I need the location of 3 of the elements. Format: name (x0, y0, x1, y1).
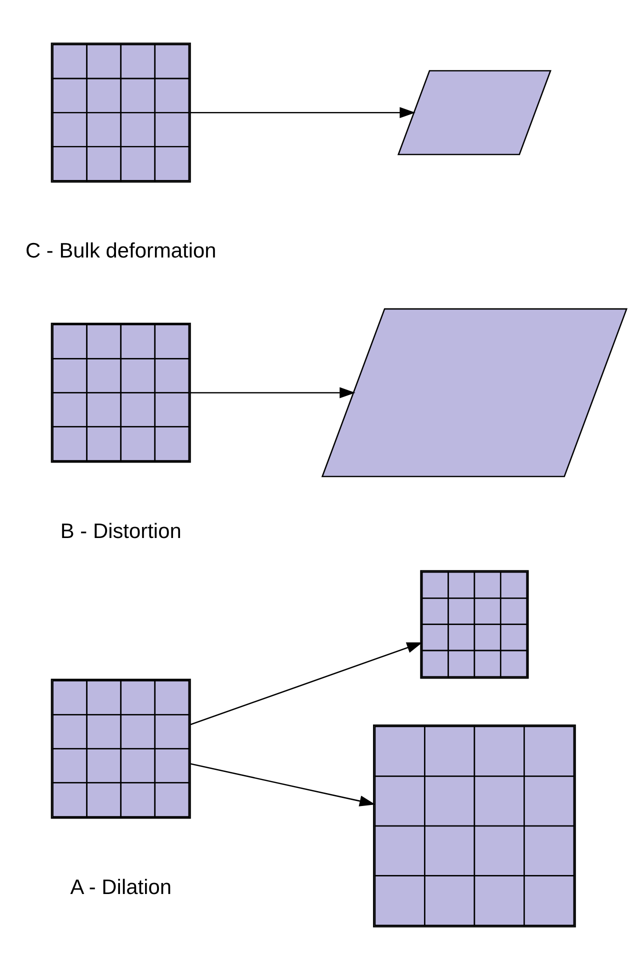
label: B - Distortion (60, 519, 182, 542)
label: C - Bulk deformation (25, 239, 216, 262)
label: A - Dilation (70, 875, 172, 898)
